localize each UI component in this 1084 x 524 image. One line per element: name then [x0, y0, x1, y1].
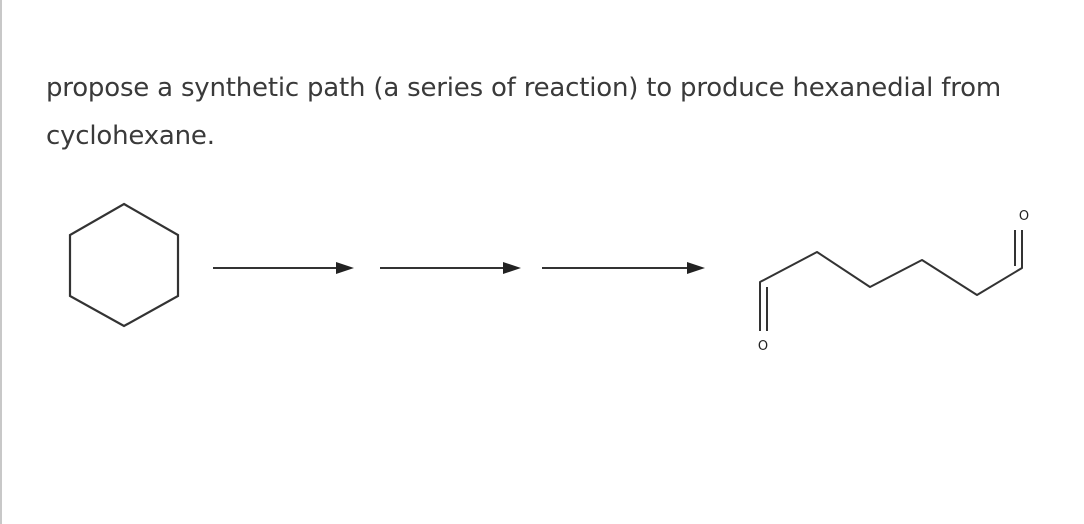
- product-oxygen-bottom: O: [758, 339, 768, 354]
- reaction-arrow-1: [213, 262, 354, 274]
- question-text: propose a synthetic path (a series of re…: [46, 73, 1001, 151]
- cyclohexane-structure: [68, 202, 180, 328]
- hexanedial-structure: O O: [758, 209, 1029, 354]
- reaction-arrow-2: [380, 262, 521, 274]
- product-oxygen-top: O: [1019, 209, 1029, 224]
- reaction-arrow-3: [542, 262, 705, 274]
